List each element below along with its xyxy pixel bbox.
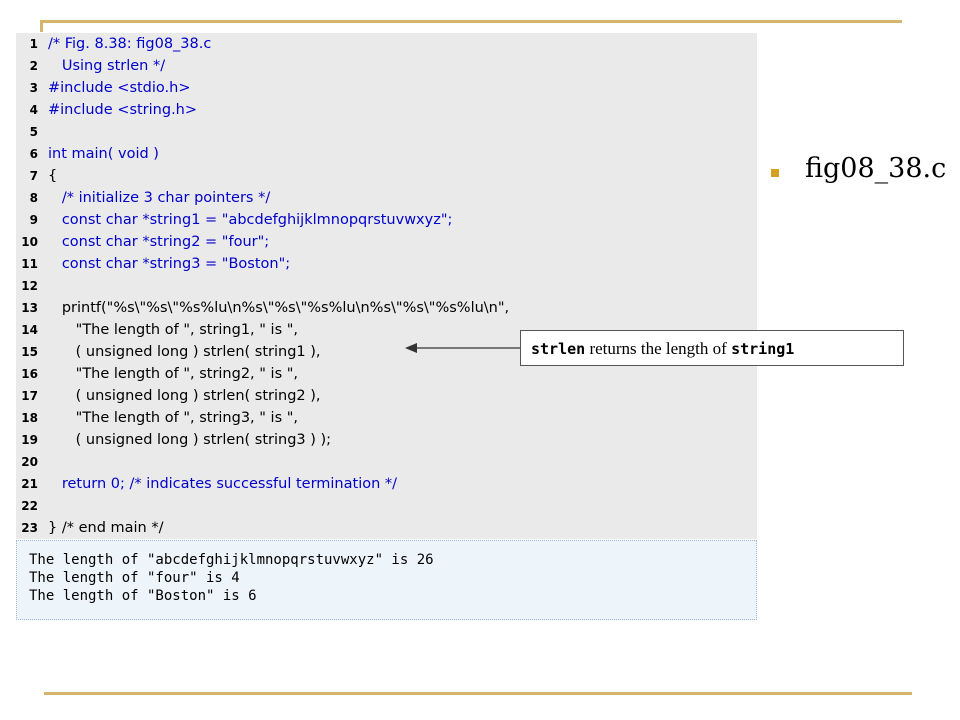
callout-description: returns the length of	[585, 339, 732, 358]
code-text-highlighted: ( unsigned long ) strlen( string1 ),	[48, 344, 321, 360]
code-line: 18 "The length of ", string3, " is ",	[16, 407, 298, 429]
line-number: 14	[21, 323, 38, 337]
code-text: return 0; /* indicates successful termin…	[48, 476, 398, 492]
code-line: 21 return 0; /* indicates successful ter…	[16, 473, 397, 495]
line-number: 18	[21, 411, 38, 425]
code-line: 17 ( unsigned long ) strlen( string2 ),	[16, 385, 320, 407]
callout-text: strlen returns the length of string1	[531, 339, 794, 359]
callout-box: strlen returns the length of string1	[520, 330, 904, 366]
line-number: 11	[21, 257, 38, 271]
top-rule-tick	[40, 20, 43, 32]
code-line: 8 /* initialize 3 char pointers */	[16, 187, 271, 209]
code-line: 5	[16, 121, 38, 143]
bullet-text: fig08_38.c	[805, 153, 947, 184]
code-text: "The length of ", string2, " is ",	[48, 366, 299, 382]
line-number: 13	[21, 301, 38, 315]
code-line: 19 ( unsigned long ) strlen( string3 ) )…	[16, 429, 331, 451]
code-line: 15 ( unsigned long ) strlen( string1 ),	[16, 341, 320, 363]
code-text: const char *string3 = "Boston";	[48, 256, 291, 272]
code-text: "The length of ", string1, " is ",	[48, 322, 299, 338]
line-number: 8	[29, 191, 38, 205]
code-line: 12	[16, 275, 38, 297]
line-number: 6	[29, 147, 38, 161]
code-line: 14 "The length of ", string1, " is ",	[16, 319, 298, 341]
code-text: } /* end main */	[48, 520, 164, 536]
code-line: 4 #include <string.h>	[16, 99, 197, 121]
line-number: 3	[29, 81, 38, 95]
line-number: 19	[21, 433, 38, 447]
code-text: Using strlen */	[48, 58, 166, 74]
line-number: 7	[29, 169, 38, 183]
code-text: /* Fig. 8.38: fig08_38.c	[48, 36, 212, 52]
line-number: 1	[29, 37, 38, 51]
code-line: 2 Using strlen */	[16, 55, 165, 77]
code-text: #include <string.h>	[48, 102, 198, 118]
code-line: 9 const char *string1 = "abcdefghijklmno…	[16, 209, 453, 231]
program-output: The length of "abcdefghijklmnopqrstuvwxy…	[16, 540, 757, 620]
output-line: The length of "Boston" is 6	[29, 588, 257, 604]
bullet-marker-icon	[771, 169, 779, 177]
code-text: "The length of ", string3, " is ",	[48, 410, 299, 426]
code-line: 22	[16, 495, 38, 517]
line-number: 17	[21, 389, 38, 403]
code-text: {	[48, 168, 58, 184]
line-number: 5	[29, 125, 38, 139]
code-text: const char *string2 = "four";	[48, 234, 270, 250]
code-text: #include <stdio.h>	[48, 80, 191, 96]
line-number: 20	[21, 455, 38, 469]
code-text: printf("%s\"%s\"%s%lu\n%s\"%s\"%s%lu\n%s…	[48, 300, 510, 316]
code-text-highlighted: ( unsigned long ) strlen( string2 ),	[48, 388, 321, 404]
code-line: 1 /* Fig. 8.38: fig08_38.c	[16, 33, 212, 55]
callout-arrow-icon	[405, 343, 521, 353]
output-line: The length of "four" is 4	[29, 570, 240, 586]
code-line: 11 const char *string3 = "Boston";	[16, 253, 290, 275]
code-line: 13 printf("%s\"%s\"%s%lu\n%s\"%s\"%s%lu\…	[16, 297, 509, 319]
line-number: 2	[29, 59, 38, 73]
output-line: The length of "abcdefghijklmnopqrstuvwxy…	[29, 552, 434, 568]
line-number: 22	[21, 499, 38, 513]
code-line: 7{	[16, 165, 58, 187]
code-line: 23 } /* end main */	[16, 517, 163, 539]
line-number: 15	[21, 345, 38, 359]
code-line: 3 #include <stdio.h>	[16, 77, 191, 99]
line-number: 4	[29, 103, 38, 117]
code-line: 6 int main( void )	[16, 143, 159, 165]
line-number: 23	[21, 521, 38, 535]
line-number: 21	[21, 477, 38, 491]
line-number: 16	[21, 367, 38, 381]
code-text: int main( void )	[48, 146, 159, 162]
code-line: 20	[16, 451, 38, 473]
code-line: 16 "The length of ", string2, " is ",	[16, 363, 298, 385]
line-number: 10	[21, 235, 38, 249]
code-text: const char *string1 = "abcdefghijklmnopq…	[48, 212, 453, 228]
code-listing: 1 /* Fig. 8.38: fig08_38.c 2 Using strlen…	[16, 33, 757, 539]
code-line: 10 const char *string2 = "four";	[16, 231, 269, 253]
code-text-highlighted: ( unsigned long ) strlen( string3 ) );	[48, 432, 332, 448]
callout-code-string1: string1	[731, 340, 795, 358]
line-number: 9	[29, 213, 38, 227]
bottom-rule	[44, 692, 912, 695]
callout-code-strlen: strlen	[531, 340, 586, 358]
top-rule	[40, 20, 902, 23]
code-text: /* initialize 3 char pointers */	[48, 190, 271, 206]
line-number: 12	[21, 279, 38, 293]
